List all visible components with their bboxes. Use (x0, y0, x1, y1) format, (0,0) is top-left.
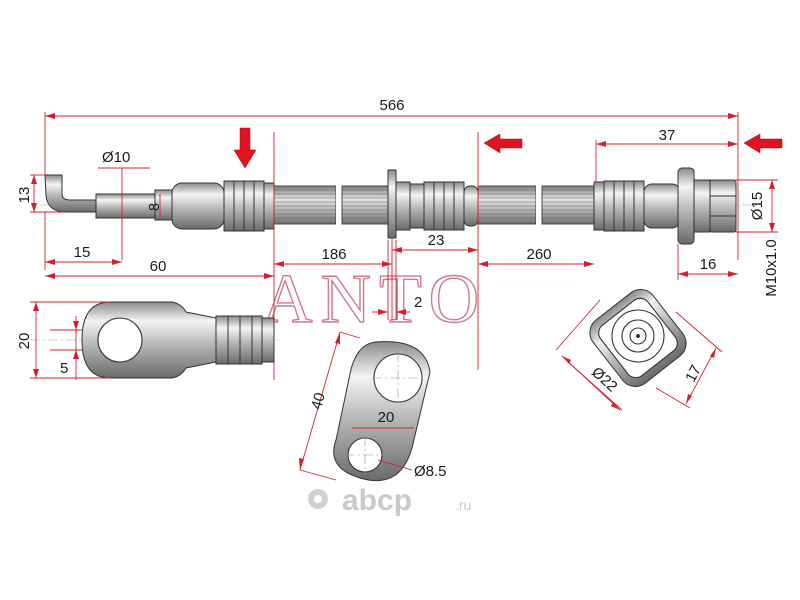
dim-bracket-width: 23 (428, 232, 445, 249)
dim-bracket-hole-spacing: 20 (378, 409, 395, 426)
dim-section-left: 186 (321, 246, 346, 263)
bent-tube-end (44, 174, 99, 213)
svg-text:abcp: abcp (342, 484, 412, 517)
steel-tube (95, 193, 157, 219)
dim-bend-height: 13 (16, 187, 33, 204)
hex-fitting-end-view: Ø22 17 (555, 289, 723, 411)
dim-eye-offset: 5 (60, 360, 68, 377)
dim-nut-diameter: Ø15 (749, 192, 766, 220)
hex-nut (677, 167, 695, 245)
dim-bracket-hole-diameter: Ø8.5 (414, 463, 447, 480)
rubber-hose-section-2 (477, 185, 537, 225)
arrow-left-icon (743, 133, 783, 154)
dim-total-length: 566 (379, 97, 404, 114)
red-arrows (233, 127, 783, 169)
dim-bracket-thickness: 2 (414, 294, 422, 311)
arrow-left-icon (483, 133, 523, 154)
crimp-fitting-right (643, 183, 681, 229)
bracket-plate-view: 40 20 Ø8.5 (299, 331, 447, 482)
rubber-hose-section-1 (273, 185, 337, 225)
bracket-plate (387, 169, 397, 239)
arrow-down-icon (233, 127, 257, 169)
hose-assembly (40, 167, 760, 245)
dim-end-fitting-length: 37 (659, 127, 676, 144)
watermark-logo: ANTO (262, 261, 487, 338)
main-dimensions: 566 37 13 Ø10 8 15 60 (16, 97, 780, 380)
dim-nut-length: 16 (700, 256, 717, 273)
eye-fitting-view: 20 5 (16, 301, 280, 380)
dim-bend-offset: 15 (74, 244, 91, 261)
crimp-fitting-left (171, 182, 225, 230)
svg-text:.ru: .ru (455, 497, 471, 513)
dim-hex-size: 17 (682, 362, 705, 385)
dim-first-fitting: 60 (150, 258, 167, 275)
dim-section-right: 260 (526, 246, 551, 263)
site-logo: abcp .ru (308, 484, 471, 517)
dim-tube-width: 8 (146, 203, 163, 211)
dim-tube-diameter: Ø10 (102, 149, 130, 166)
dim-thread: M10x1.0 (763, 239, 780, 297)
dim-bracket-length: 40 (308, 391, 329, 412)
dim-eye-height: 20 (16, 333, 33, 350)
